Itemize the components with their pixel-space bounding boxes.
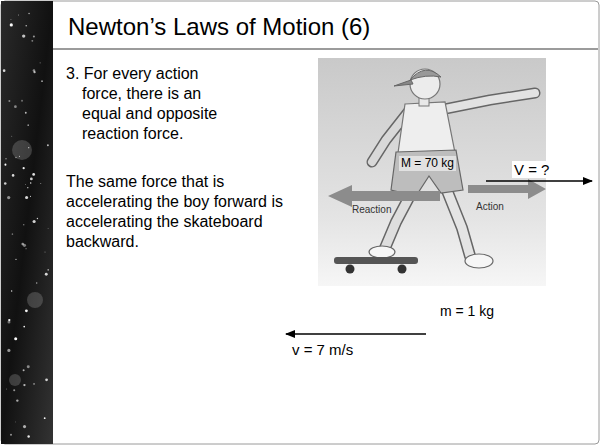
star — [23, 369, 25, 371]
reaction-arrow — [328, 185, 440, 207]
star — [10, 23, 13, 26]
star — [7, 349, 10, 352]
star — [5, 158, 6, 159]
boy-mass: M = 70 kg — [399, 156, 456, 171]
star — [30, 178, 33, 181]
star — [22, 34, 25, 37]
star — [14, 105, 17, 108]
star — [7, 196, 10, 199]
star — [47, 227, 49, 229]
board-velocity-arrow — [286, 333, 426, 334]
star — [8, 100, 10, 102]
star — [47, 269, 49, 271]
star — [23, 425, 26, 428]
star — [33, 383, 34, 384]
star — [8, 319, 10, 321]
star — [11, 290, 12, 291]
star — [12, 174, 15, 177]
space-strip — [1, 1, 53, 444]
star — [13, 389, 15, 391]
title-rule — [53, 48, 598, 50]
star — [36, 282, 37, 283]
star — [25, 196, 28, 199]
law-statement: 3. For every action force, there is an e… — [66, 64, 236, 144]
star — [33, 35, 35, 37]
star — [25, 25, 27, 27]
star — [25, 309, 28, 312]
star — [15, 259, 16, 260]
stars — [3, 13, 49, 438]
star — [3, 69, 6, 72]
star — [37, 218, 38, 219]
star — [4, 164, 6, 166]
star — [45, 273, 48, 276]
star — [41, 80, 43, 82]
reaction-label: Reaction — [352, 204, 391, 217]
star — [23, 167, 25, 169]
star — [12, 233, 14, 235]
star — [28, 13, 30, 15]
star — [40, 183, 41, 184]
star — [4, 182, 7, 185]
star — [25, 248, 26, 249]
action-arrow — [468, 179, 546, 199]
star — [6, 388, 7, 389]
boy-velocity: V = ? — [512, 161, 551, 178]
star — [31, 40, 33, 42]
star — [11, 135, 13, 137]
star — [45, 251, 46, 252]
star — [23, 244, 26, 247]
nebula-glow — [9, 374, 21, 386]
star — [14, 337, 17, 340]
star — [30, 196, 31, 197]
star — [25, 112, 27, 114]
star — [44, 417, 46, 419]
star — [33, 69, 36, 72]
star — [15, 421, 17, 423]
star — [30, 182, 32, 184]
star — [23, 384, 25, 386]
skateboard — [334, 257, 418, 264]
star — [27, 187, 28, 188]
star — [16, 399, 18, 401]
star — [23, 326, 25, 328]
nebula-glow — [27, 292, 43, 308]
action-label: Action — [476, 201, 504, 214]
board-velocity: v = 7 m/s — [292, 341, 353, 358]
star — [27, 435, 29, 437]
star — [21, 100, 23, 102]
slide-title: Newton’s Laws of Motion (6) — [68, 12, 370, 42]
star — [25, 184, 27, 186]
boy-velocity-arrow — [486, 180, 592, 181]
explanation-text: The same force that is accelerating the … — [66, 172, 314, 252]
star — [23, 224, 24, 225]
star — [40, 62, 41, 63]
star — [27, 365, 30, 368]
board-mass: m = 1 kg — [440, 303, 494, 319]
star — [45, 378, 48, 381]
star — [33, 220, 36, 223]
star — [10, 19, 11, 20]
star — [32, 173, 35, 176]
star — [18, 14, 20, 16]
star — [10, 434, 12, 436]
star — [47, 144, 49, 146]
nebula-glow — [12, 140, 32, 160]
star — [27, 124, 29, 126]
